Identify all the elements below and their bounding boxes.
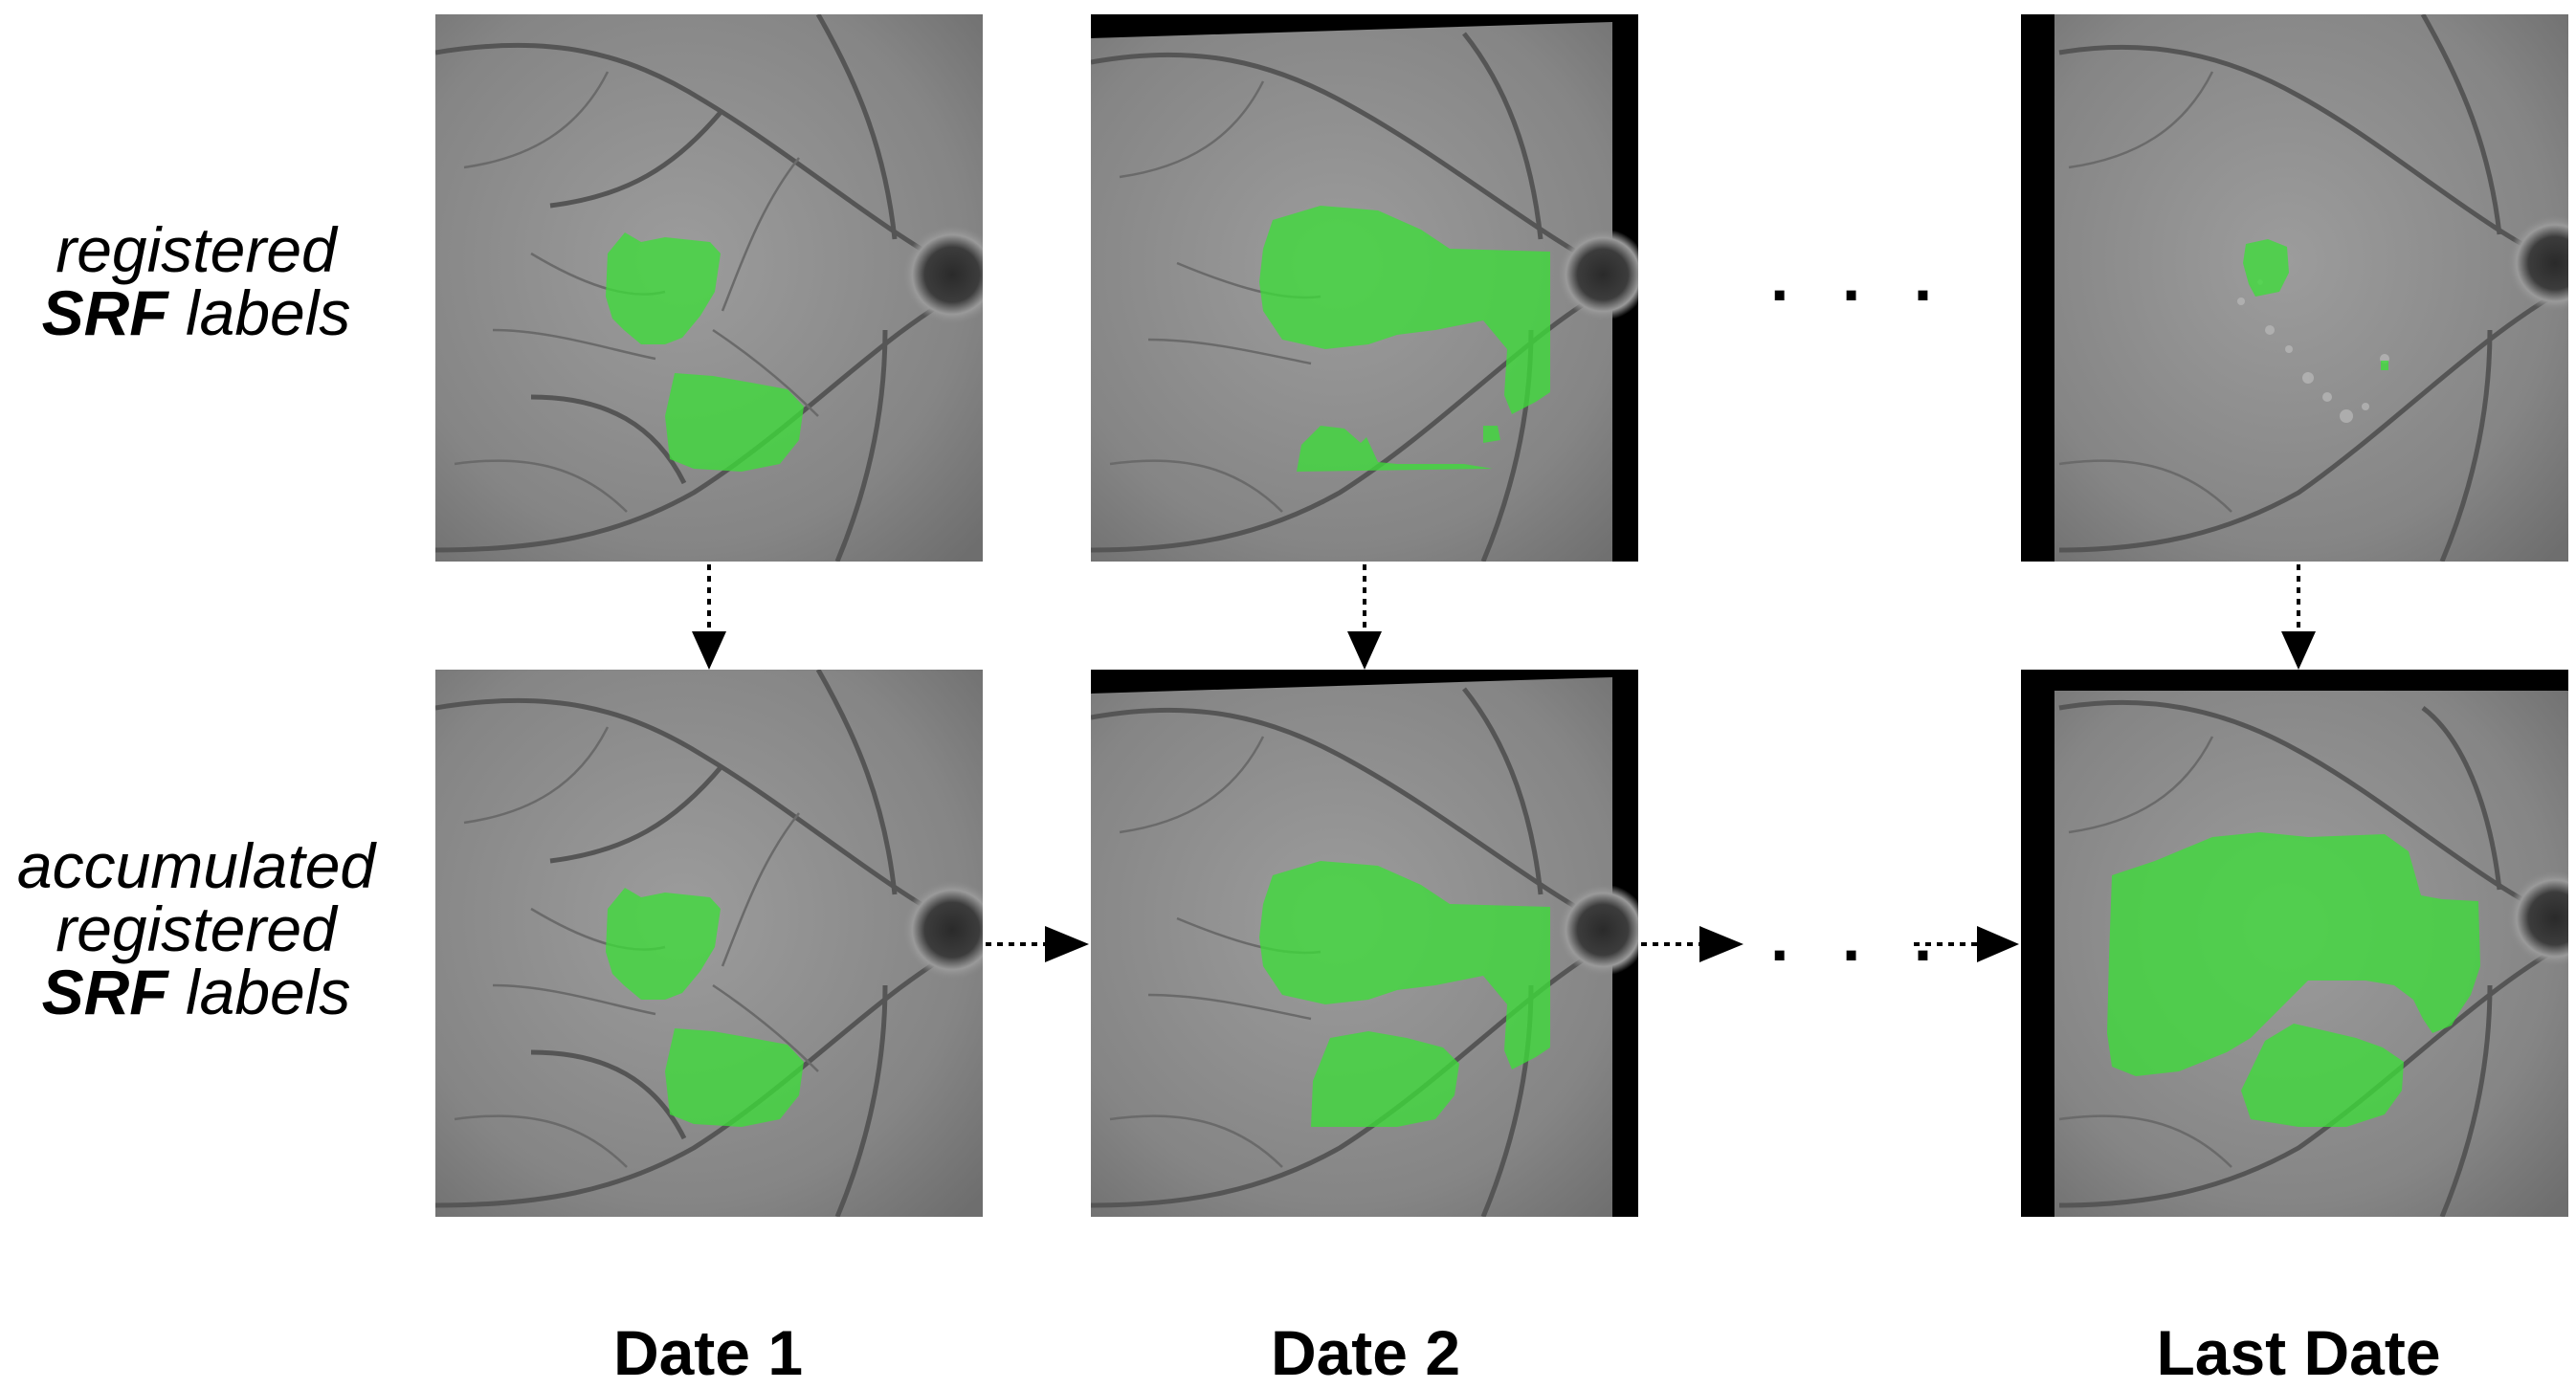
- fundus-image-date2-accumulated: [1091, 670, 1638, 1217]
- row-label-top-line2: SRF labels: [19, 281, 373, 344]
- srf-label-region: [665, 373, 804, 472]
- row-label-accumulated: accumulated registered SRF labels: [0, 834, 392, 1024]
- srf-label-region: [1259, 206, 1550, 414]
- srf-label-region: [2243, 239, 2289, 297]
- fundus-image-last-date-accumulated: [2021, 670, 2568, 1217]
- ellipsis-bottom: . . .: [1770, 900, 1950, 975]
- srf-label-region: [665, 1028, 804, 1127]
- row-label-registered: registered SRF labels: [19, 218, 373, 344]
- row-label-bottom-line1: accumulated: [16, 830, 376, 901]
- fundus-image-date1-registered: [435, 14, 983, 562]
- row-label-top-line1: registered: [56, 214, 337, 285]
- srf-label-region: [1311, 1031, 1459, 1127]
- row-label-bottom-srf: SRF: [41, 957, 168, 1027]
- arrow-head-down-date1: [692, 631, 726, 670]
- row-label-top-labels: labels: [167, 277, 351, 348]
- srf-label-region: [2241, 1024, 2404, 1127]
- srf-label-region: [1483, 426, 1500, 443]
- srf-label-region: [2381, 361, 2388, 370]
- column-label-date-1: Date 1: [612, 1317, 804, 1388]
- srf-label-region: [606, 232, 721, 344]
- srf-label-region: [606, 888, 721, 1000]
- row-label-bottom-line3: SRF labels: [0, 960, 392, 1024]
- fundus-image-last-date-registered: [2021, 14, 2568, 562]
- arrow-head-down-last-date: [2281, 631, 2316, 670]
- flow-arrows: [692, 564, 2316, 962]
- fundus-image-date1-accumulated: [435, 670, 983, 1217]
- row-label-bottom-line2: registered: [56, 893, 337, 964]
- ellipsis-top: . . .: [1770, 240, 1950, 315]
- column-label-last-date: Last Date: [2156, 1317, 2441, 1388]
- row-label-top-srf: SRF: [41, 277, 168, 348]
- srf-label-region: [2107, 832, 2480, 1076]
- retinal-vessels: [435, 14, 973, 562]
- arrow-head-right-2: [1699, 926, 1743, 962]
- column-label-date-2: Date 2: [1270, 1317, 1461, 1388]
- arrow-head-down-date2: [1347, 631, 1382, 670]
- srf-label-region: [1297, 426, 1493, 472]
- row-label-bottom-labels: labels: [167, 957, 351, 1027]
- fundus-image-date2-registered: [1091, 14, 1638, 562]
- srf-label-region: [1259, 861, 1550, 1069]
- arrow-head-right-1: [1045, 926, 1089, 962]
- arrow-head-right-3: [1977, 926, 2019, 962]
